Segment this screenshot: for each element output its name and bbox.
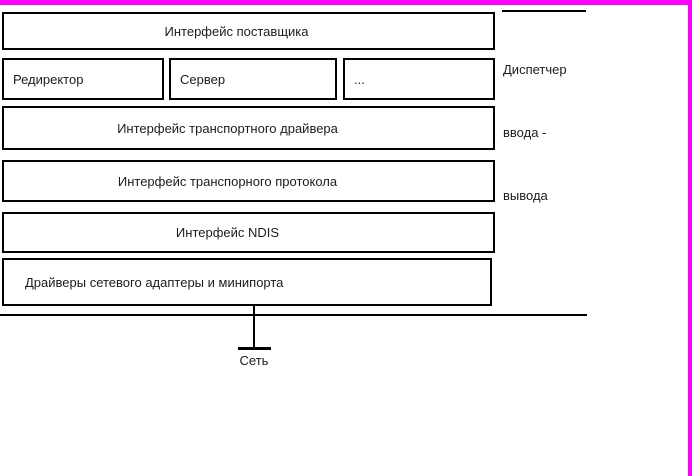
box-transport-driver-interface: Интерфейс транспортного драйвера bbox=[2, 106, 495, 150]
box-ndis-interface: Интерфейс NDIS bbox=[2, 212, 495, 253]
box-redirector: Редиректор bbox=[2, 58, 164, 100]
box-ellipsis-label: ... bbox=[354, 71, 365, 87]
box-transport-driver-interface-label: Интерфейс транспортного драйвера bbox=[117, 120, 338, 136]
box-network-adapter-drivers-label: Драйверы сетевого адаптеры и минипорта bbox=[25, 274, 284, 290]
box-transport-protocol-interface: Интерфейс транспорного протокола bbox=[2, 160, 495, 202]
box-server-label: Сервер bbox=[180, 71, 226, 87]
box-provider-interface: Интерфейс поставщика bbox=[2, 12, 495, 50]
io-dispatcher-label-line1: Диспетчер bbox=[503, 62, 567, 77]
io-dispatcher-label: Диспетчер ввода - вывода bbox=[503, 17, 613, 248]
box-provider-interface-label: Интерфейс поставщика bbox=[164, 23, 309, 39]
right-accent-bar bbox=[688, 0, 692, 476]
top-accent-bar bbox=[0, 0, 692, 5]
network-label: Сеть bbox=[239, 353, 269, 368]
network-cap-line bbox=[238, 347, 271, 350]
network-drop-line bbox=[253, 306, 255, 348]
box-server: Сервер bbox=[169, 58, 337, 100]
network-bus-line bbox=[0, 314, 587, 316]
box-redirector-label: Редиректор bbox=[13, 71, 84, 87]
box-transport-protocol-interface-label: Интерфейс транспорного протокола bbox=[117, 173, 338, 189]
io-dispatcher-label-line3: вывода bbox=[503, 188, 548, 203]
box-ellipsis: ... bbox=[343, 58, 495, 100]
box-ndis-interface-label: Интерфейс NDIS bbox=[175, 225, 280, 240]
io-dispatcher-label-line2: ввода - bbox=[503, 125, 547, 140]
io-dispatcher-overline bbox=[502, 10, 586, 12]
box-network-adapter-drivers: Драйверы сетевого адаптеры и минипорта bbox=[2, 258, 492, 306]
